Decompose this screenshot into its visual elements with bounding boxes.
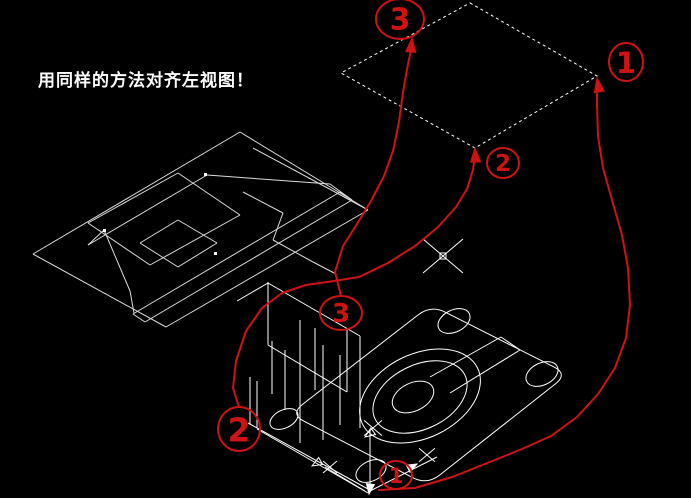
segment: [242, 191, 284, 214]
leader-arrowhead: [405, 36, 417, 53]
segment: [272, 239, 314, 263]
segment: [449, 349, 521, 394]
segment: [256, 428, 369, 494]
cursor-arrowhead: [363, 427, 377, 438]
grip-dot: [214, 252, 217, 255]
hole-ellipse: [372, 360, 468, 434]
leader-arrowhead: [593, 76, 605, 94]
segment: [149, 214, 241, 266]
segment: [177, 219, 218, 244]
hole-ellipse: [437, 308, 471, 334]
segment: [87, 172, 179, 224]
segment: [129, 290, 135, 314]
segment: [132, 313, 146, 323]
circled-number-ring: [319, 295, 363, 331]
segment: [312, 261, 337, 275]
circled-number: 3: [390, 3, 411, 38]
segment: [139, 219, 179, 244]
segment: [236, 282, 269, 302]
segment: [177, 242, 218, 268]
leader-curve: [378, 83, 631, 491]
circled-number: 1: [389, 464, 404, 488]
x-marker: [418, 447, 436, 463]
segment: [267, 344, 348, 393]
segment: [272, 212, 284, 241]
circled-number: 1: [616, 46, 636, 80]
circled-number-ring: [486, 147, 520, 179]
blip-box: [439, 252, 447, 260]
red-annotations: 3 1 2 3 2 1: [217, 0, 644, 491]
x-marker: [422, 238, 464, 274]
circled-number-ring: [379, 460, 413, 490]
hole-ellipse: [269, 408, 299, 430]
segment: [139, 242, 179, 268]
cursor-arrowhead: [365, 482, 376, 496]
leader-curve: [334, 45, 413, 297]
circled-number-ring: [375, 0, 425, 40]
segment: [177, 172, 241, 216]
flattened-left-view: [32, 131, 369, 328]
diamond-outline: [339, 2, 598, 149]
segment: [165, 209, 369, 328]
instruction-text: 用同样的方法对齐左视图！: [38, 71, 254, 91]
segment: [87, 222, 151, 266]
grip-dot: [204, 173, 207, 176]
leader-curve: [232, 153, 476, 408]
circled-number-ring: [608, 42, 644, 82]
segment: [247, 422, 369, 490]
cursor-arrowhead: [310, 456, 324, 467]
segment: [32, 131, 241, 255]
hole-ellipse: [525, 361, 559, 387]
top-diamond: [339, 2, 598, 149]
circled-number: 3: [332, 299, 350, 329]
segment: [103, 229, 131, 292]
segment: [87, 174, 208, 246]
segment: [367, 456, 438, 493]
segment: [324, 466, 366, 492]
leader-arrowhead: [469, 146, 482, 163]
flange-plate-outline: [296, 308, 562, 482]
segment: [144, 199, 353, 323]
segment: [429, 336, 502, 378]
segment: [252, 147, 336, 193]
circled-number: 2: [228, 411, 251, 450]
x-marker: [322, 460, 338, 474]
segment: [339, 191, 353, 201]
hole-ellipse: [355, 459, 387, 483]
hole-ellipse: [391, 380, 435, 414]
snap-markers: [103, 173, 464, 496]
segment: [334, 191, 369, 211]
segment: [206, 174, 331, 185]
circled-number: 2: [495, 151, 511, 177]
circled-number-ring: [217, 406, 261, 452]
segment: [132, 191, 341, 315]
segment: [32, 253, 167, 328]
grip-dot: [103, 229, 106, 232]
hole-ellipse: [359, 348, 481, 444]
